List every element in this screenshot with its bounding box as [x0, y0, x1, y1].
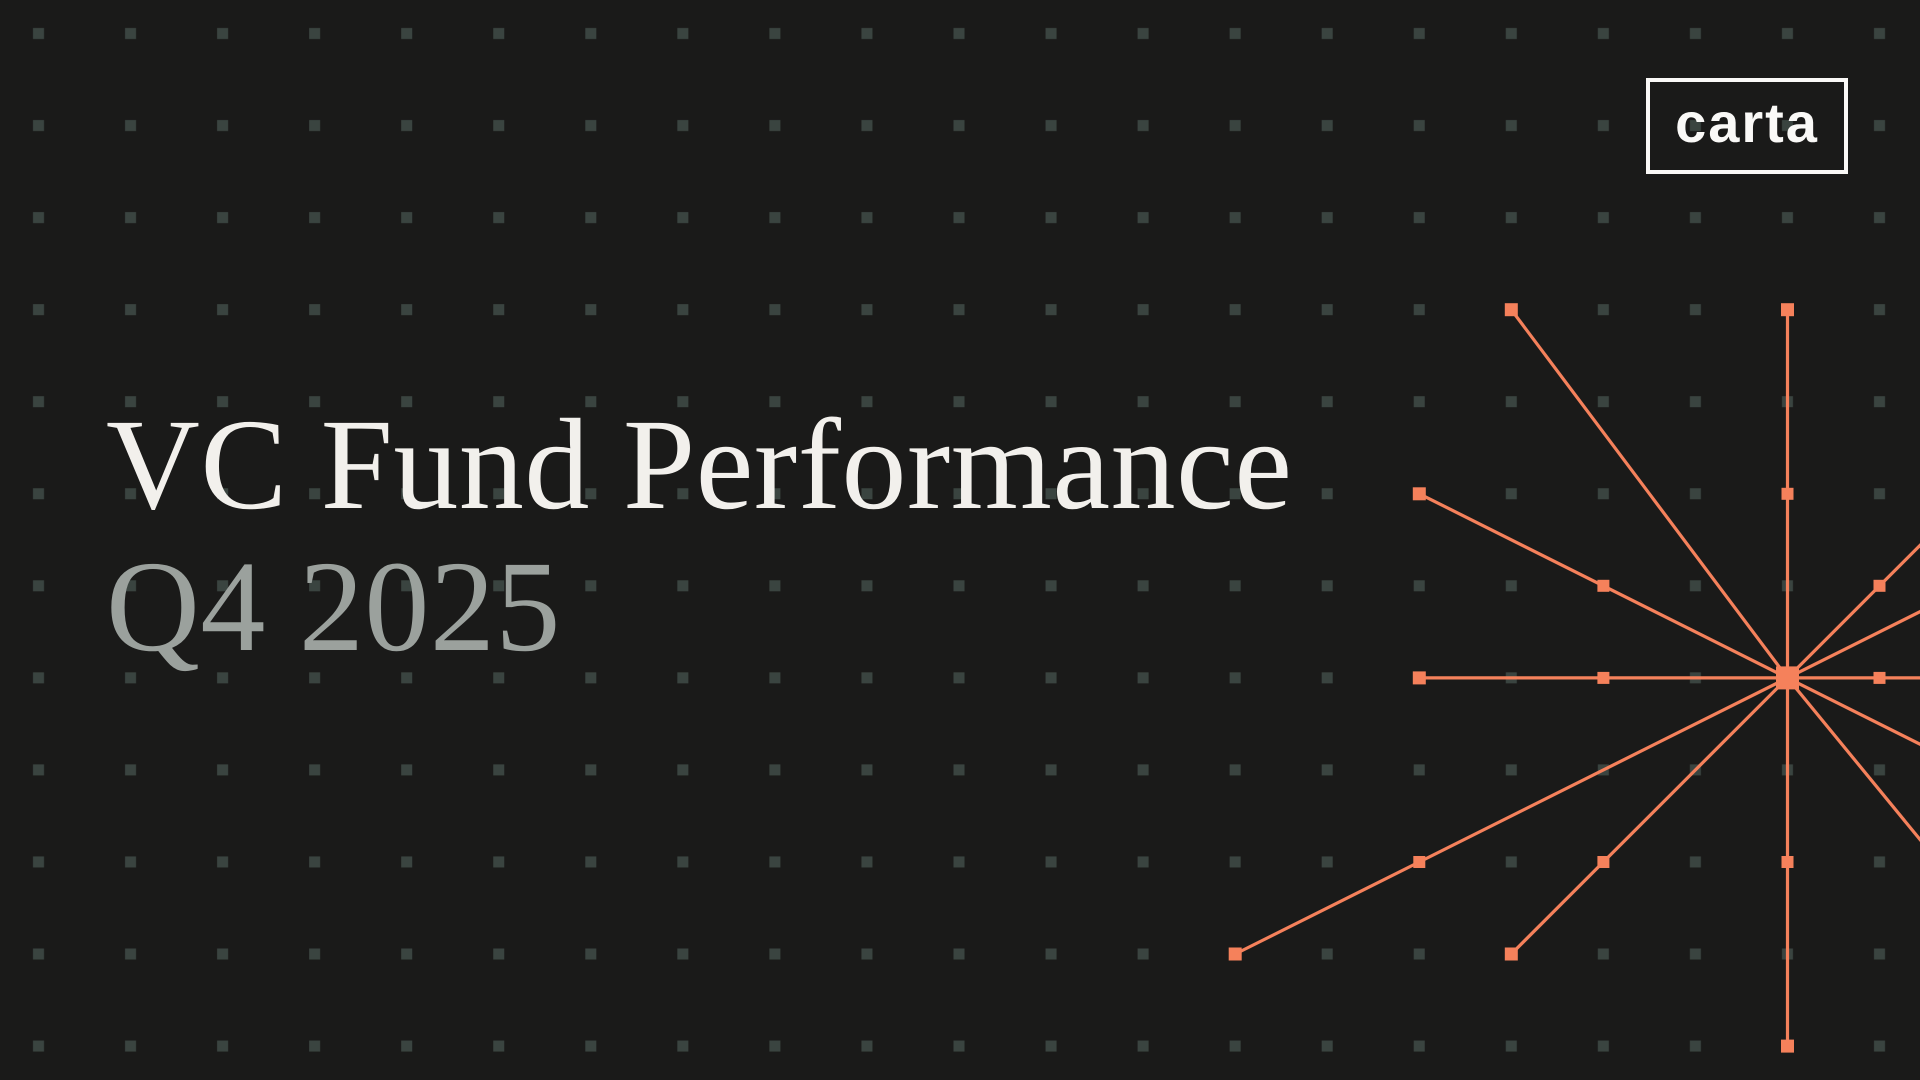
- starburst-nodes: [1228, 303, 1886, 1053]
- page-title: VC Fund Performance: [106, 393, 1293, 537]
- page-subtitle: Q4 2025: [106, 534, 561, 679]
- hero-text-block: VC Fund Performance Q4 2025: [106, 393, 1293, 679]
- carta-logo-text: carta: [1675, 91, 1819, 154]
- carta-logo: carta: [1646, 78, 1848, 174]
- starburst-graphic: [1228, 303, 1920, 1053]
- starburst-center-node: [1776, 666, 1799, 690]
